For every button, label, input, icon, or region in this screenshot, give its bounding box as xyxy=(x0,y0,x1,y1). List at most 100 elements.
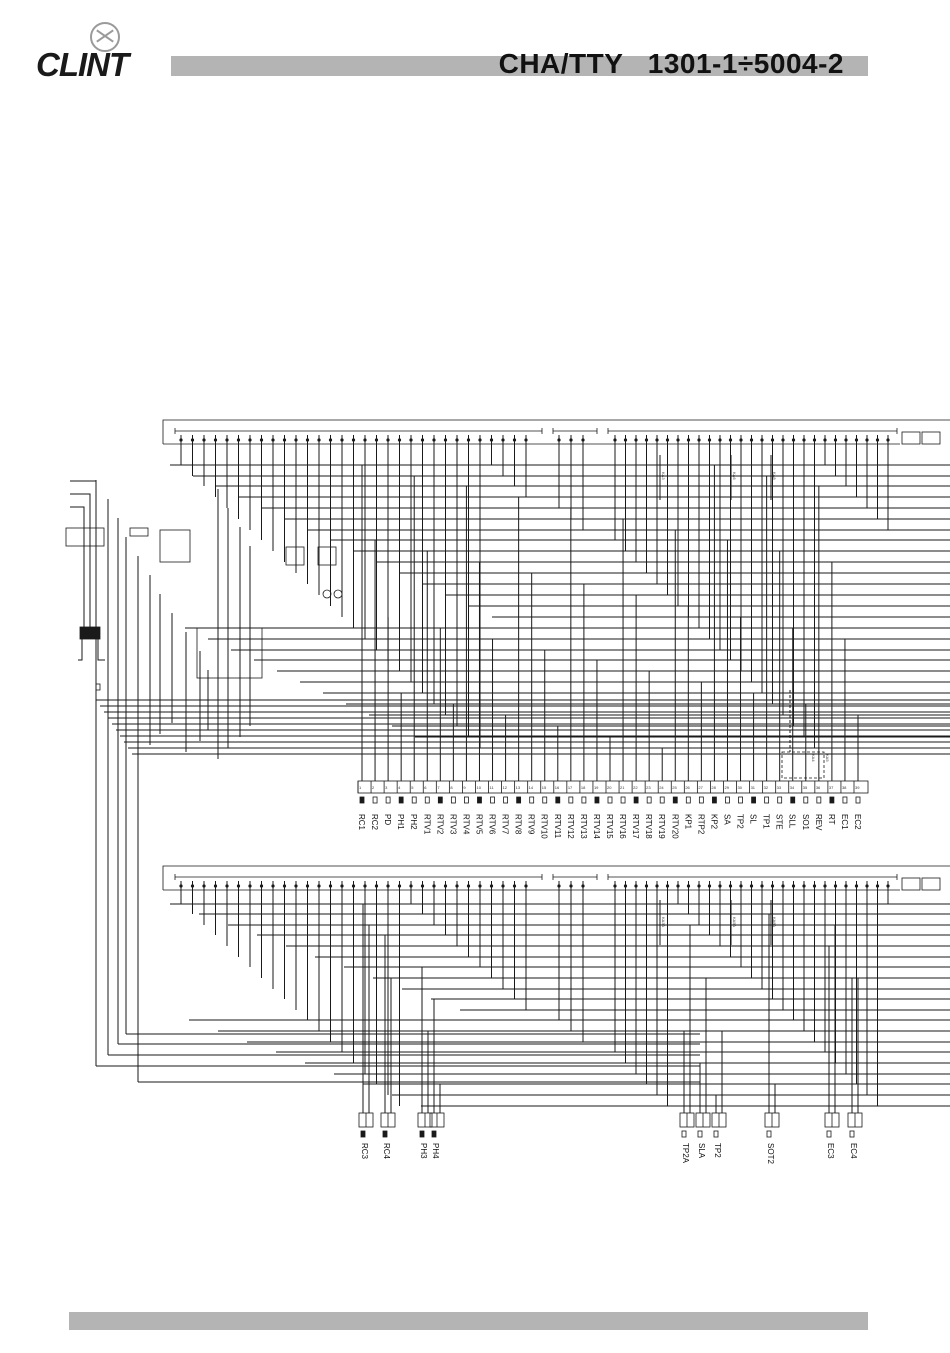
brand-logo: CLINT xyxy=(36,46,129,83)
component-symbol xyxy=(713,1130,719,1138)
component-symbol xyxy=(790,796,796,804)
terminal-pin-number: 18 xyxy=(581,785,586,790)
terminal-pin-number: 6 xyxy=(424,785,427,790)
terminal-label: SLL xyxy=(788,814,797,829)
page-header: CLINT CHA/TTY 1301-1÷5004-2 xyxy=(0,0,950,100)
ground-wire xyxy=(78,639,83,661)
pin-dot xyxy=(363,438,367,442)
pin-dot xyxy=(374,438,379,442)
pin-dot xyxy=(718,438,722,442)
terminal-label: RTV14 xyxy=(592,814,601,839)
terminal-label: REV xyxy=(814,814,823,831)
terminal-pin-number: 25 xyxy=(672,785,677,790)
pin-dot xyxy=(248,438,252,442)
relay-box xyxy=(196,627,263,679)
pin-dot xyxy=(707,438,712,442)
terminal-pin-number: 21 xyxy=(620,785,625,790)
pin-dot xyxy=(823,438,827,442)
pin-dot xyxy=(317,438,321,442)
pin-dot xyxy=(728,884,733,888)
terminal-pin-number: 29 xyxy=(724,785,729,790)
pin-dot xyxy=(875,438,880,442)
ground-wire xyxy=(97,639,105,661)
relay-label: KA5 xyxy=(825,754,830,762)
component-symbol xyxy=(385,796,391,804)
terminal-label: EC1 xyxy=(840,814,849,830)
pin-dot xyxy=(686,438,691,442)
component-symbol xyxy=(777,796,783,804)
pin-dot xyxy=(739,438,743,442)
pin-dot xyxy=(213,438,218,442)
power-wire xyxy=(70,506,85,638)
pin-dot xyxy=(634,438,638,442)
component-symbol xyxy=(450,796,456,804)
power-wire xyxy=(70,480,97,638)
pin-dot xyxy=(443,438,448,442)
pin-dot xyxy=(213,884,218,888)
terminal-pin-number: 8 xyxy=(450,785,453,790)
component-symbol xyxy=(607,796,613,804)
pin-dot xyxy=(569,438,573,442)
terminal-label: STE xyxy=(775,814,784,830)
component-symbol xyxy=(594,796,600,804)
pin-dot xyxy=(613,884,617,888)
terminal-label: RC4 xyxy=(382,1143,391,1160)
pin-dot xyxy=(294,438,298,442)
component-symbol xyxy=(826,1130,832,1138)
terminal-label: PH2 xyxy=(409,814,418,830)
pin-dot xyxy=(865,438,869,442)
terminal-label: PH3 xyxy=(419,1143,428,1159)
controller-board-outline xyxy=(162,865,950,890)
pin-dot xyxy=(432,884,436,888)
component-symbol xyxy=(542,796,548,804)
pin-dot xyxy=(420,884,425,888)
terminal-label: RC2 xyxy=(370,814,379,831)
lamp-icon xyxy=(322,589,332,599)
component-symbol xyxy=(359,796,365,804)
component-symbol xyxy=(725,796,730,804)
component-symbol xyxy=(581,796,587,804)
terminal-label: RTV7 xyxy=(501,814,510,835)
pin-dot xyxy=(374,884,379,888)
terminal-label: RTV8 xyxy=(514,814,523,835)
component-symbol xyxy=(437,796,443,804)
pin-dot xyxy=(886,438,890,442)
pin-dot xyxy=(823,884,827,888)
terminal-pin-number: 24 xyxy=(659,785,664,790)
footer-bar xyxy=(69,1312,868,1330)
component-symbol xyxy=(766,1130,772,1138)
component-symbol xyxy=(751,796,756,804)
board-connector xyxy=(901,431,921,445)
terminal-pin-number: 35 xyxy=(803,785,808,790)
pin-dot xyxy=(351,884,356,888)
terminal-label: KP2 xyxy=(709,814,718,830)
component-symbol xyxy=(568,796,574,804)
terminal-pin-number: 32 xyxy=(764,785,769,790)
pin-dot xyxy=(865,884,869,888)
pin-dot xyxy=(432,438,436,442)
pin-dot xyxy=(791,438,796,442)
terminal-pin-number: 9 xyxy=(463,785,466,790)
pin-dot xyxy=(512,438,517,442)
pin-dot xyxy=(305,884,310,888)
component-symbol xyxy=(849,1130,855,1138)
terminal-pin-number: 4 xyxy=(398,785,401,790)
terminal-pin-number: 19 xyxy=(594,785,599,790)
pin-dot xyxy=(770,884,775,888)
terminal-pin-number: 16 xyxy=(555,785,560,790)
component-symbol xyxy=(764,796,770,804)
terminal-pin-number: 34 xyxy=(790,785,795,790)
pin-dot xyxy=(489,884,494,888)
component-symbol xyxy=(855,796,861,804)
terminal-label: TP1 xyxy=(762,814,771,829)
terminal-label: RTV5 xyxy=(474,814,483,835)
pin-dot xyxy=(749,884,754,888)
wires xyxy=(70,435,950,1113)
terminal-label: RTP2 xyxy=(696,814,705,835)
pin-dot xyxy=(179,884,183,888)
pin-dot xyxy=(443,884,448,888)
pin-dot xyxy=(386,884,390,888)
pin-dot xyxy=(397,884,402,888)
terminal-pin-number: 5 xyxy=(411,785,414,790)
pin-dot xyxy=(844,884,848,888)
